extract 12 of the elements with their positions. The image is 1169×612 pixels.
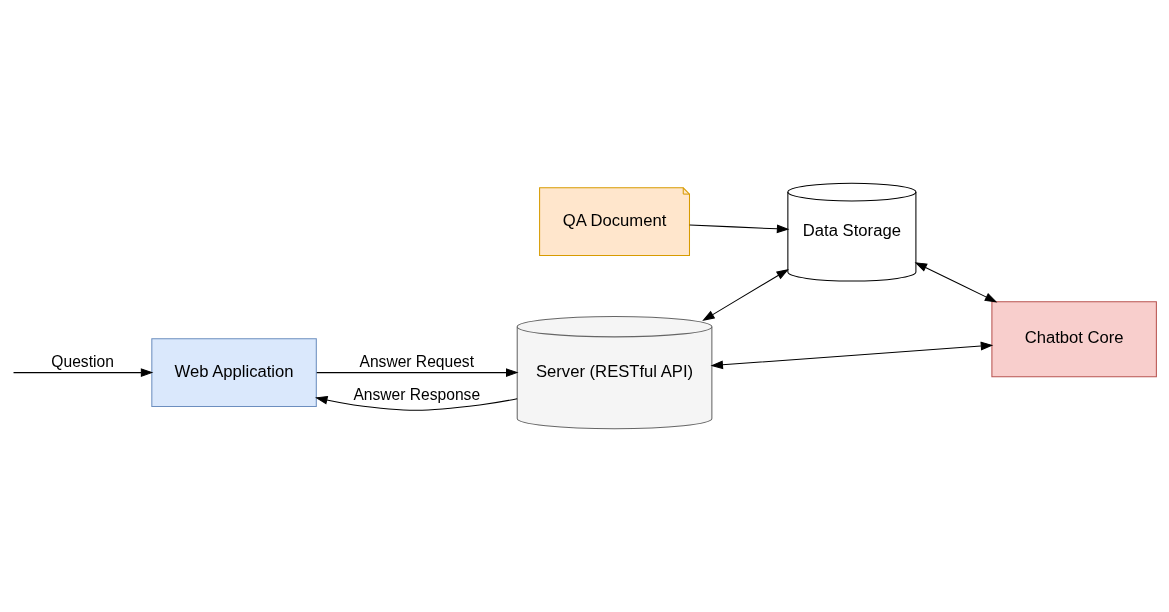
arrow (689, 224, 790, 234)
arrow (710, 341, 994, 370)
arrow (702, 269, 789, 321)
arrow (316, 368, 519, 377)
edge-label: Answer Request (359, 353, 475, 371)
edge-label: Answer Response (353, 385, 481, 403)
edge-label: Question (51, 353, 114, 371)
arrow (13, 368, 154, 377)
arrow (315, 395, 518, 411)
node-box: Chatbot Core (991, 301, 1157, 378)
node-box: Web Application (151, 338, 317, 407)
arrow (914, 262, 998, 303)
